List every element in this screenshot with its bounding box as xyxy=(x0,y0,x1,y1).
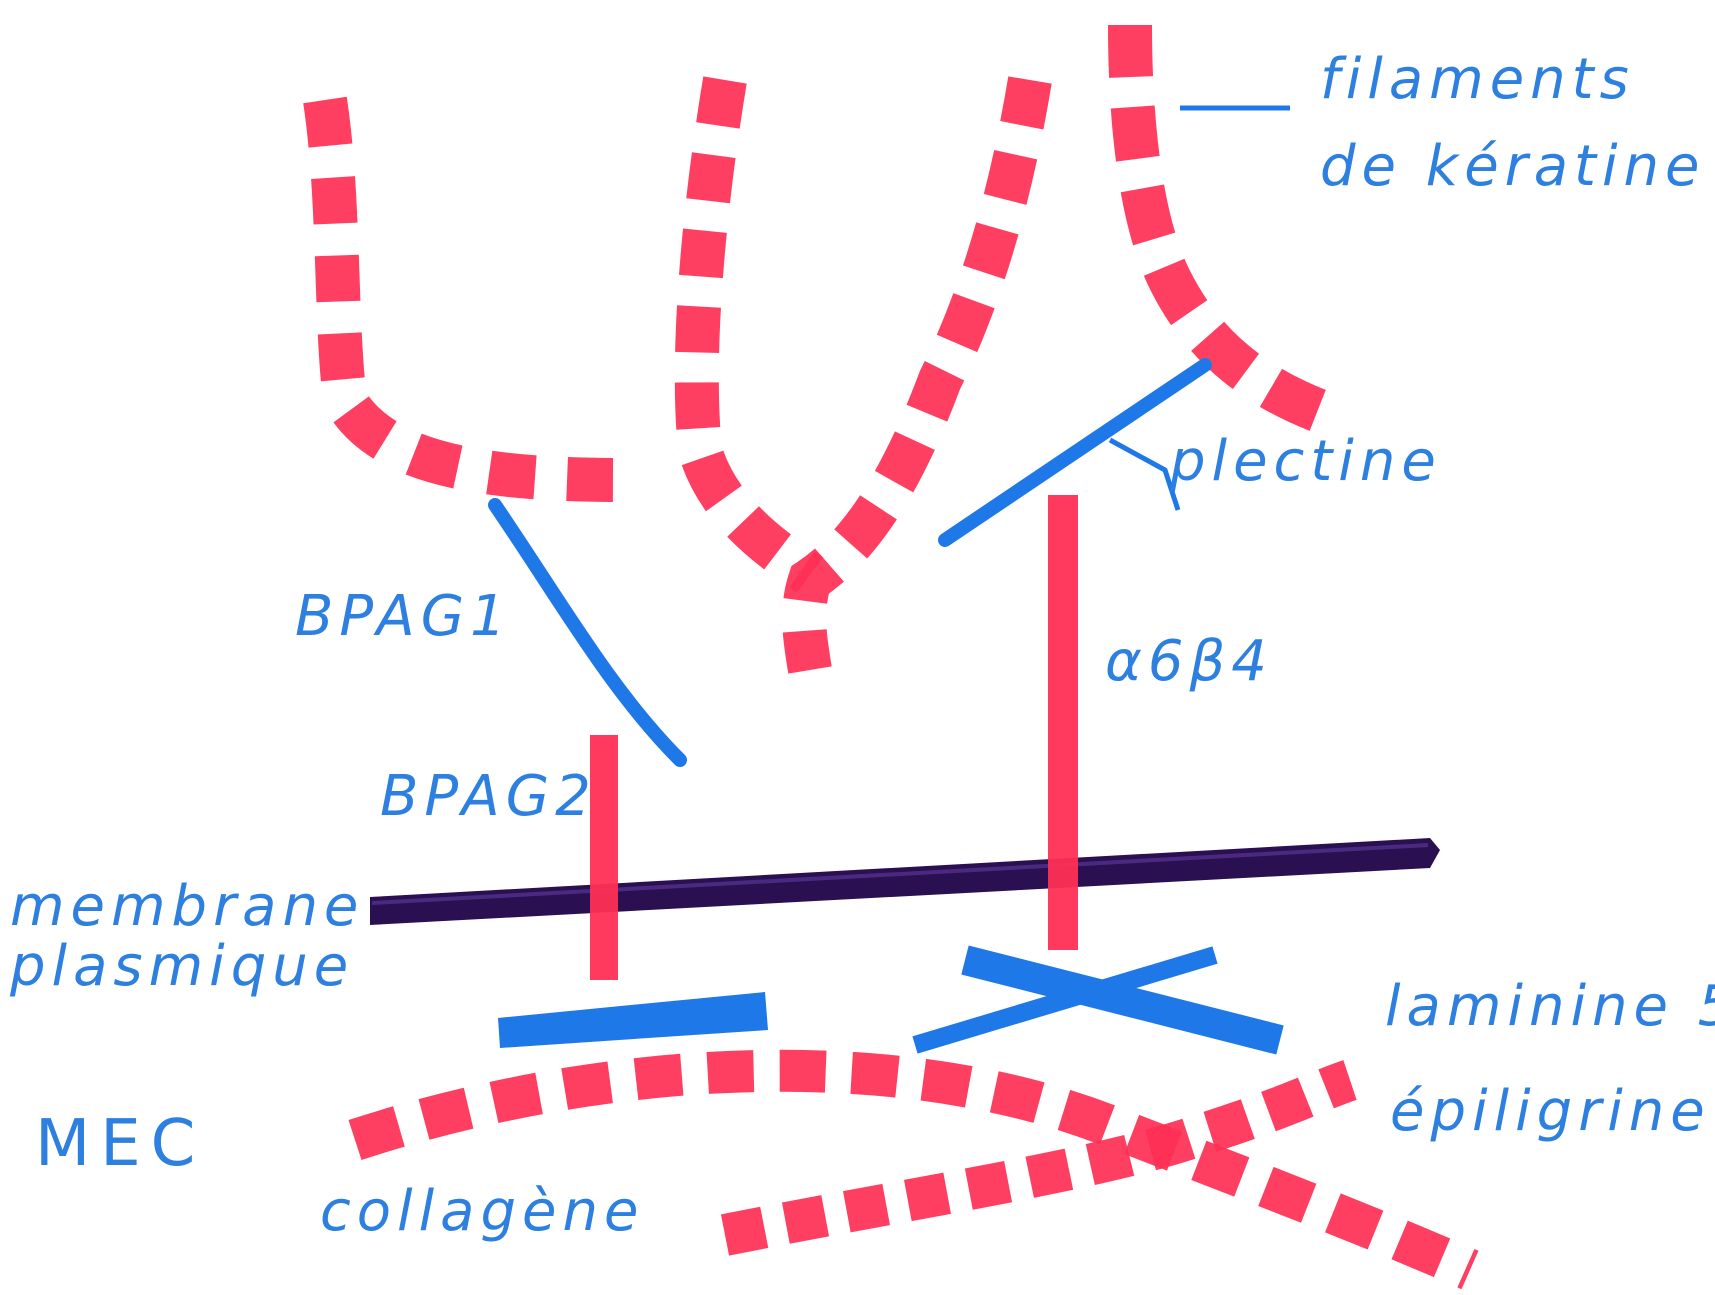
bpag1-strand xyxy=(495,505,680,760)
label-keratin-line2: de kératine xyxy=(1320,134,1705,199)
integrin-a6b4 xyxy=(1048,495,1078,950)
label-mec: MEC xyxy=(35,1107,205,1181)
label-collagen: collagène xyxy=(320,1179,644,1244)
keratin-filaments xyxy=(325,25,1345,670)
label-bpag1: BPAG1 xyxy=(295,584,512,649)
label-keratin-line1: filaments xyxy=(1320,47,1635,112)
label-integrin: α6β4 xyxy=(1105,629,1273,694)
plectin-pointer xyxy=(1110,440,1178,510)
keratin-filament-right xyxy=(1130,25,1345,420)
label-bpag2: BPAG2 xyxy=(380,764,597,829)
keratin-filament-middle xyxy=(697,80,810,575)
label-membrane-line2: plasmique xyxy=(9,934,354,999)
label-epiligrin: épiligrine xyxy=(1390,1079,1711,1144)
label-membrane-line1: membrane xyxy=(10,874,364,939)
keratin-filament-center xyxy=(804,80,1030,670)
label-laminin: laminine 5 xyxy=(1385,974,1715,1039)
label-plectin: plectine xyxy=(1169,429,1442,494)
plasma-membrane xyxy=(370,838,1440,925)
keratin-filament-left xyxy=(325,100,620,480)
